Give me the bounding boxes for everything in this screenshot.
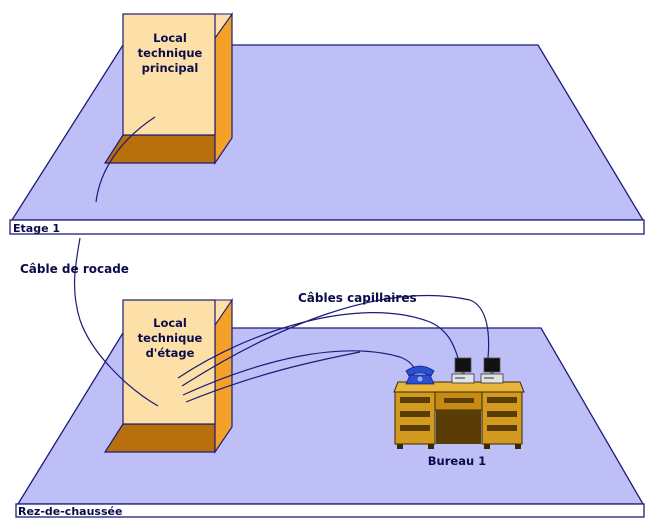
- main-technical-room-label-line2: technique: [138, 46, 203, 60]
- horizontal-cable: [185, 351, 361, 403]
- main-technical-room-side-wall: [214, 12, 233, 165]
- office-label: Bureau 1: [428, 454, 486, 468]
- main-technical-room-base: [103, 134, 216, 164]
- horizontal-cables-label: Câbles capillaires: [298, 291, 417, 305]
- floor-technical-room-label-line1: Local: [153, 316, 187, 330]
- floor-technical-room: Local technique d'étage: [103, 298, 233, 454]
- upper-floor-label: Etage 1: [13, 222, 60, 235]
- upper-floor-plane: [10, 44, 645, 221]
- upper-floor: Etage 1: [9, 44, 645, 235]
- computer-icon: [480, 357, 504, 384]
- desk-leg: [484, 444, 490, 449]
- computer-icon: [451, 357, 475, 384]
- upper-floor-slab: [9, 219, 645, 235]
- main-technical-room-front-wall: [122, 13, 216, 136]
- telephone-icon: [405, 365, 435, 385]
- main-technical-room: Local technique principal: [103, 12, 233, 165]
- ground-floor-slab: [15, 503, 645, 518]
- main-technical-room-label-line3: principal: [142, 61, 199, 75]
- desk-leg: [397, 444, 403, 449]
- ground-floor: Rez-de-chaussée: [15, 327, 645, 518]
- riser-cable: [95, 116, 156, 203]
- horizontal-cable: [177, 312, 459, 379]
- riser-cable-label: Câble de rocade: [20, 262, 129, 276]
- main-technical-room-label-line1: Local: [153, 31, 187, 45]
- floor-technical-room-label-line3: d'étage: [146, 346, 195, 360]
- desk-knee-space: [436, 410, 481, 444]
- desk-leg: [515, 444, 521, 449]
- horizontal-cable: [182, 350, 415, 396]
- floor-technical-room-base: [103, 423, 216, 453]
- horizontal-cable: [181, 294, 490, 387]
- office-desk: [393, 381, 525, 449]
- desk-leg: [428, 444, 434, 449]
- floor-technical-room-label-line2: technique: [138, 331, 203, 345]
- ground-floor-plane: [16, 327, 645, 505]
- floor-technical-room-front-wall: [122, 299, 216, 425]
- desk-drawers: [400, 397, 517, 431]
- cables: [73, 116, 490, 407]
- desk-top: [393, 381, 525, 393]
- ground-floor-label: Rez-de-chaussée: [18, 505, 122, 518]
- riser-cable-lower: [73, 237, 159, 407]
